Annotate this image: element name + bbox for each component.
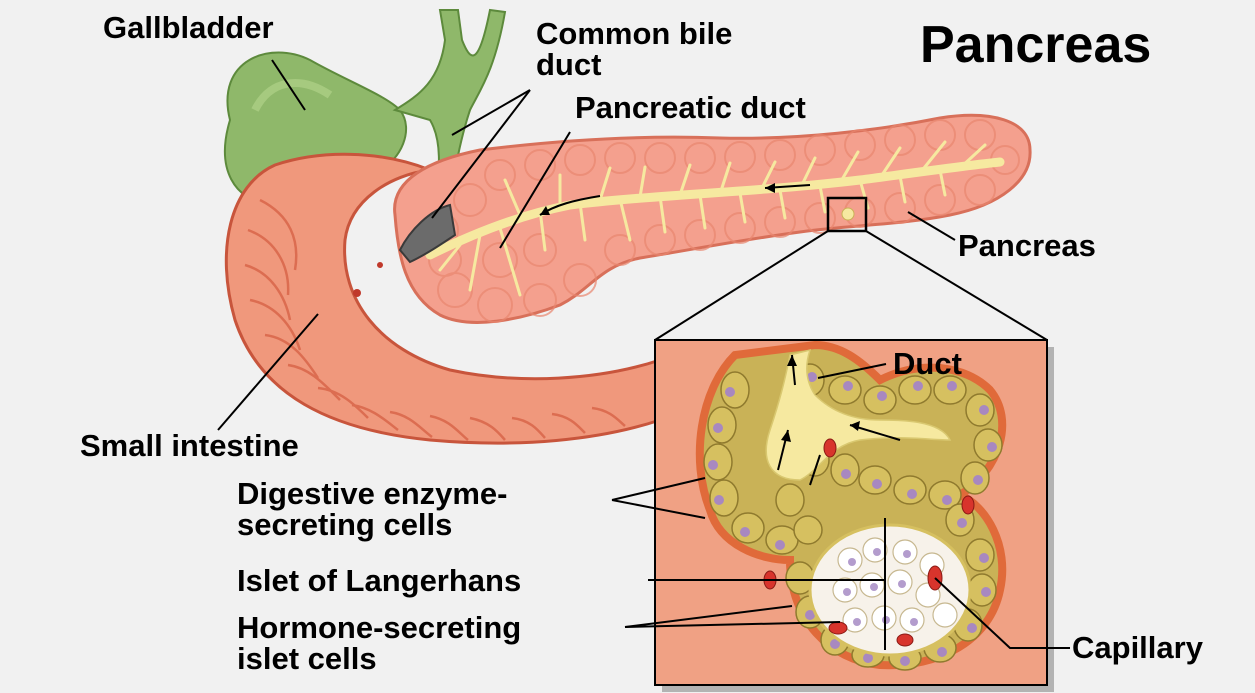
label-duct: Duct [893,348,962,379]
label-capillary: Capillary [1072,632,1203,663]
diagram-title: Pancreas [920,19,1151,71]
islet-spot [842,208,854,220]
label-common-bile-duct-line-1: Common bile [536,18,732,49]
magnified-inset [655,340,1054,692]
label-digestive-cells-line-1: Digestive enzyme- [237,478,508,509]
label-hormone-cells-line-2: islet cells [237,643,521,674]
label-common-bile-duct: Common bile duct [536,18,732,80]
label-hormone-cells-line-1: Hormone-secreting [237,612,521,643]
label-islet-of-langerhans: Islet of Langerhans [237,565,521,596]
label-digestive-cells: Digestive enzyme- secreting cells [237,478,508,540]
label-small-intestine: Small intestine [80,430,299,461]
label-pancreatic-duct: Pancreatic duct [575,92,806,123]
label-hormone-cells: Hormone-secreting islet cells [237,612,521,674]
label-common-bile-duct-line-2: duct [536,49,732,80]
label-gallbladder: Gallbladder [103,12,274,43]
label-digestive-cells-line-2: secreting cells [237,509,508,540]
label-pancreas: Pancreas [958,230,1096,261]
